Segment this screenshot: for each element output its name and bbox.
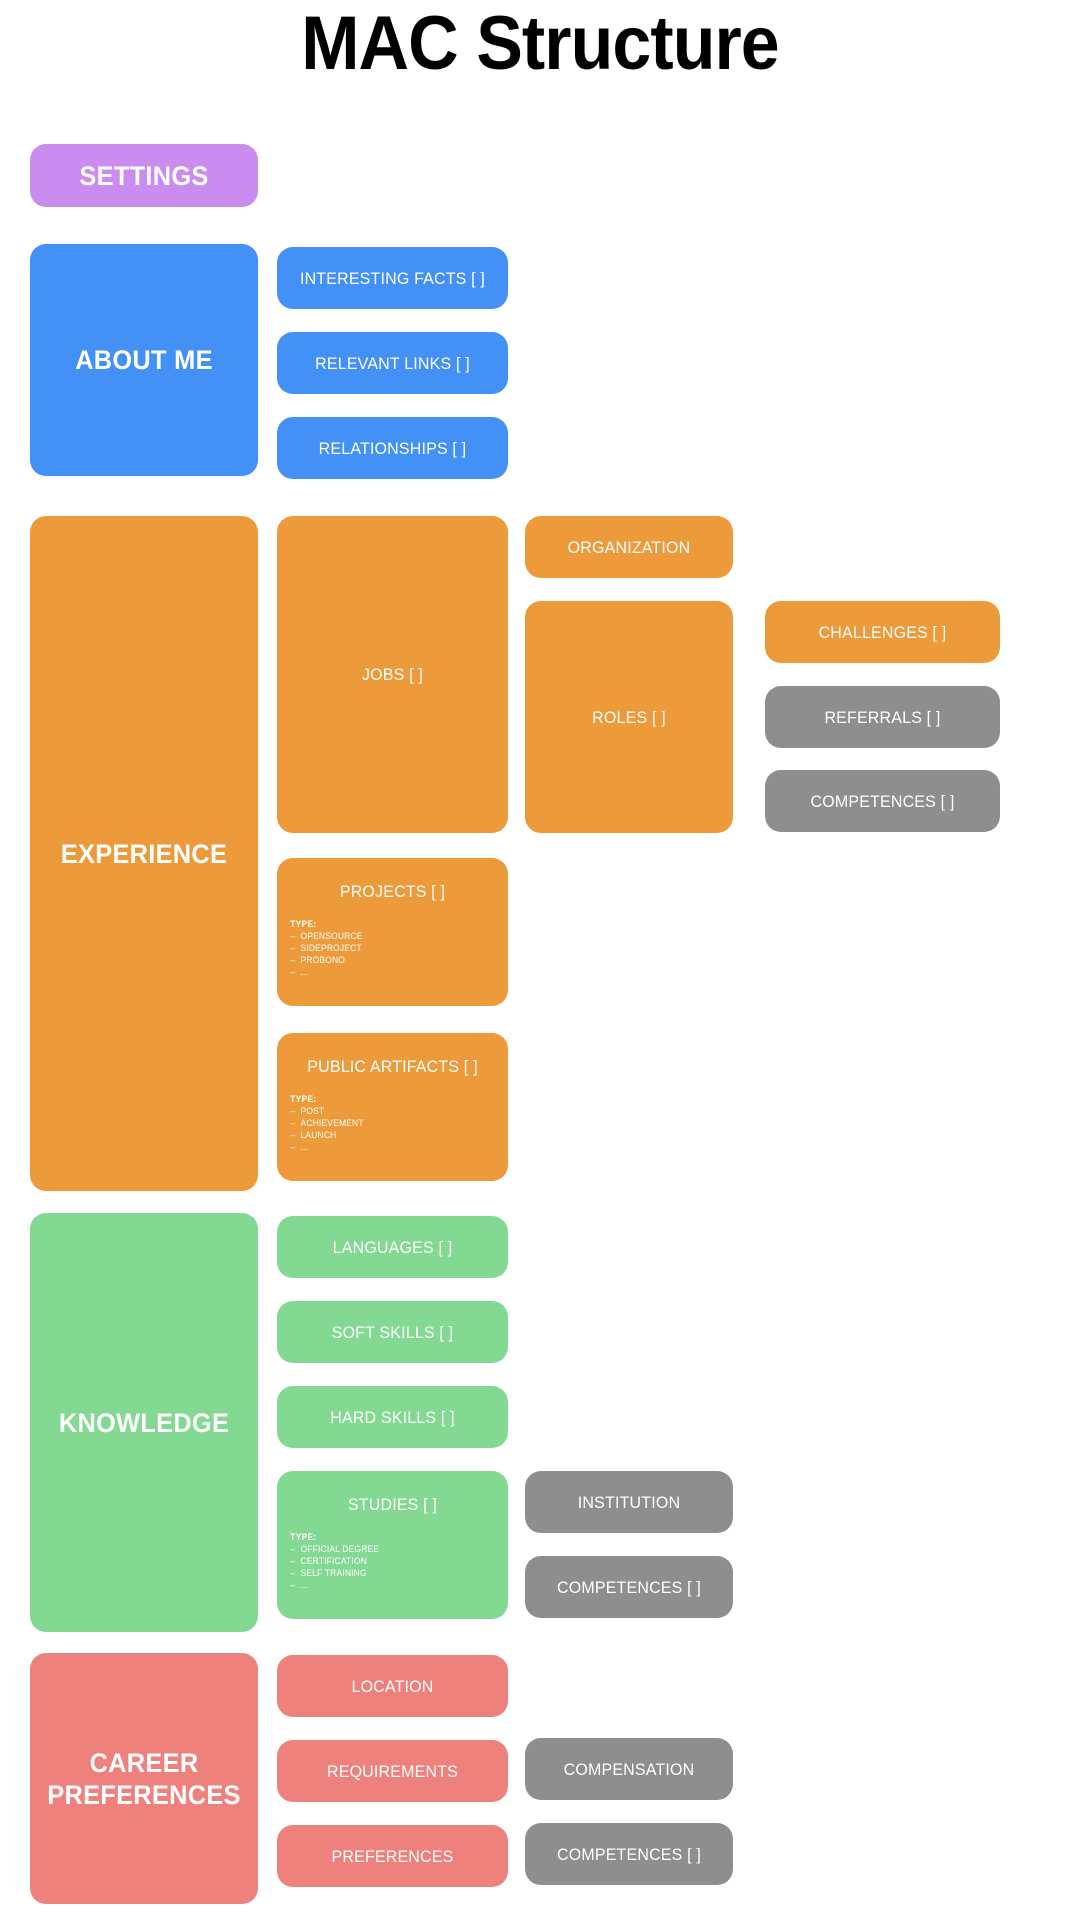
type-list-studies: TYPE: –OFFICIAL DEGREE –CERTIFICATION –SELF… [277, 1531, 379, 1591]
dash-bullet-icon: – [290, 967, 296, 977]
node-label-experience-competences: COMPETENCES [ ] [810, 791, 955, 811]
node-label-projects: PROJECTS [ ] [339, 882, 446, 901]
dash-bullet-icon: – [290, 1130, 296, 1140]
dash-bullet-icon: – [290, 1118, 296, 1128]
node-label-career-competences: COMPETENCES [ ] [557, 1844, 701, 1864]
node-studies[interactable]: STUDIES [ ] TYPE: –OFFICIAL DEGREE –CERTIFI… [277, 1471, 508, 1619]
node-label-public-artifacts: PUBLIC ARTIFACTS [ ] [307, 1057, 478, 1076]
node-label-organization: ORGANIZATION [567, 537, 691, 557]
node-referrals[interactable]: REFERRALS [ ] [765, 686, 1000, 748]
node-relationships[interactable]: RELATIONSHIPS [ ] [277, 417, 508, 479]
node-label-compensation: COMPENSATION [563, 1759, 695, 1779]
node-label-experience: EXPERIENCE [60, 838, 228, 869]
type-item-public-artifacts-1: –ACHIEVEMENT [290, 1118, 364, 1128]
node-label-studies: STUDIES [ ] [347, 1495, 438, 1514]
type-heading-public-artifacts: TYPE: [290, 1094, 317, 1104]
node-settings[interactable]: SETTINGS [30, 144, 258, 207]
node-label-roles: ROLES [ ] [592, 707, 666, 727]
node-hard-skills[interactable]: HARD SKILLS [ ] [277, 1386, 508, 1448]
type-item-studies-3: –... [290, 1580, 309, 1590]
node-languages[interactable]: LANGUAGES [ ] [277, 1216, 508, 1278]
node-label-settings: SETTINGS [79, 160, 209, 191]
node-label-languages: LANGUAGES [ ] [332, 1237, 453, 1257]
type-item-studies-1: –CERTIFICATION [290, 1556, 368, 1566]
node-knowledge[interactable]: KNOWLEDGE [30, 1213, 258, 1632]
node-label-institution: INSTITUTION [577, 1492, 681, 1512]
dash-bullet-icon: – [290, 1556, 296, 1566]
type-item-projects-3: –... [290, 967, 309, 977]
type-item-projects-0: –OPENSOURCE [290, 931, 363, 941]
dash-bullet-icon: – [290, 943, 296, 953]
node-label-relevant-links: RELEVANT LINKS [ ] [315, 353, 470, 373]
type-list-public-artifacts: TYPE: –POST –ACHIEVEMENT –LAUNCH –... [277, 1093, 364, 1153]
node-label-location: LOCATION [351, 1676, 434, 1696]
node-label-challenges: CHALLENGES [ ] [818, 622, 947, 642]
type-item-projects-1: –SIDEPROJECT [290, 943, 362, 953]
node-challenges[interactable]: CHALLENGES [ ] [765, 601, 1000, 663]
node-projects[interactable]: PROJECTS [ ] TYPE: –OPENSOURCE –SIDEPROJECT… [277, 858, 508, 1006]
node-label-interesting-facts: INTERESTING FACTS [ ] [299, 268, 486, 288]
type-item-studies-0: –OFFICIAL DEGREE [290, 1544, 380, 1554]
type-list-projects: TYPE: –OPENSOURCE –SIDEPROJECT –PROBONO –... [277, 918, 363, 978]
node-preferences[interactable]: PREFERENCES [277, 1825, 508, 1887]
node-institution[interactable]: INSTITUTION [525, 1471, 733, 1533]
node-label-requirements: REQUIREMENTS [326, 1761, 458, 1781]
dash-bullet-icon: – [290, 931, 296, 941]
type-item-public-artifacts-3: –... [290, 1142, 309, 1152]
node-label-preferences: PREFERENCES [331, 1846, 454, 1866]
type-item-projects-2: –PROBONO [290, 955, 346, 965]
node-requirements[interactable]: REQUIREMENTS [277, 1740, 508, 1802]
dash-bullet-icon: – [290, 1544, 296, 1554]
type-item-studies-2: –SELF TRAINING [290, 1568, 367, 1578]
node-label-knowledge: KNOWLEDGE [58, 1407, 230, 1438]
node-organization[interactable]: ORGANIZATION [525, 516, 733, 578]
dash-bullet-icon: – [290, 1142, 296, 1152]
node-career-competences[interactable]: COMPETENCES [ ] [525, 1823, 733, 1885]
dash-bullet-icon: – [290, 955, 296, 965]
page-title: MAC Structure [301, 1, 779, 86]
node-label-about-me: ABOUT ME [75, 345, 213, 375]
node-about-me[interactable]: ABOUT ME [30, 244, 258, 476]
node-knowledge-competences[interactable]: COMPETENCES [ ] [525, 1556, 733, 1618]
node-public-artifacts[interactable]: PUBLIC ARTIFACTS [ ] TYPE: –POST –ACHIEVEME… [277, 1033, 508, 1181]
type-item-public-artifacts-2: –LAUNCH [290, 1130, 337, 1140]
node-label-relationships: RELATIONSHIPS [ ] [318, 438, 467, 458]
dash-bullet-icon: – [290, 1580, 296, 1590]
node-label-hard-skills: HARD SKILLS [ ] [330, 1407, 455, 1427]
node-label-soft-skills: SOFT SKILLS [ ] [331, 1322, 454, 1342]
type-heading-studies: TYPE: [290, 1532, 317, 1542]
node-experience-competences[interactable]: COMPETENCES [ ] [765, 770, 1000, 832]
node-label-knowledge-competences: COMPETENCES [ ] [557, 1577, 701, 1597]
node-compensation[interactable]: COMPENSATION [525, 1738, 733, 1800]
type-item-public-artifacts-0: –POST [290, 1106, 325, 1116]
type-heading-projects: TYPE: [290, 919, 317, 929]
node-jobs[interactable]: JOBS [ ] [277, 516, 508, 833]
node-label-referrals: REFERRALS [ ] [824, 707, 941, 727]
node-relevant-links[interactable]: RELEVANT LINKS [ ] [277, 332, 508, 394]
node-experience[interactable]: EXPERIENCE [30, 516, 258, 1191]
dash-bullet-icon: – [290, 1106, 296, 1116]
dash-bullet-icon: – [290, 1568, 296, 1578]
node-soft-skills[interactable]: SOFT SKILLS [ ] [277, 1301, 508, 1363]
node-location[interactable]: LOCATION [277, 1655, 508, 1717]
node-label-jobs: JOBS [ ] [361, 665, 424, 684]
node-roles[interactable]: ROLES [ ] [525, 601, 733, 833]
node-interesting-facts[interactable]: INTERESTING FACTS [ ] [277, 247, 508, 309]
